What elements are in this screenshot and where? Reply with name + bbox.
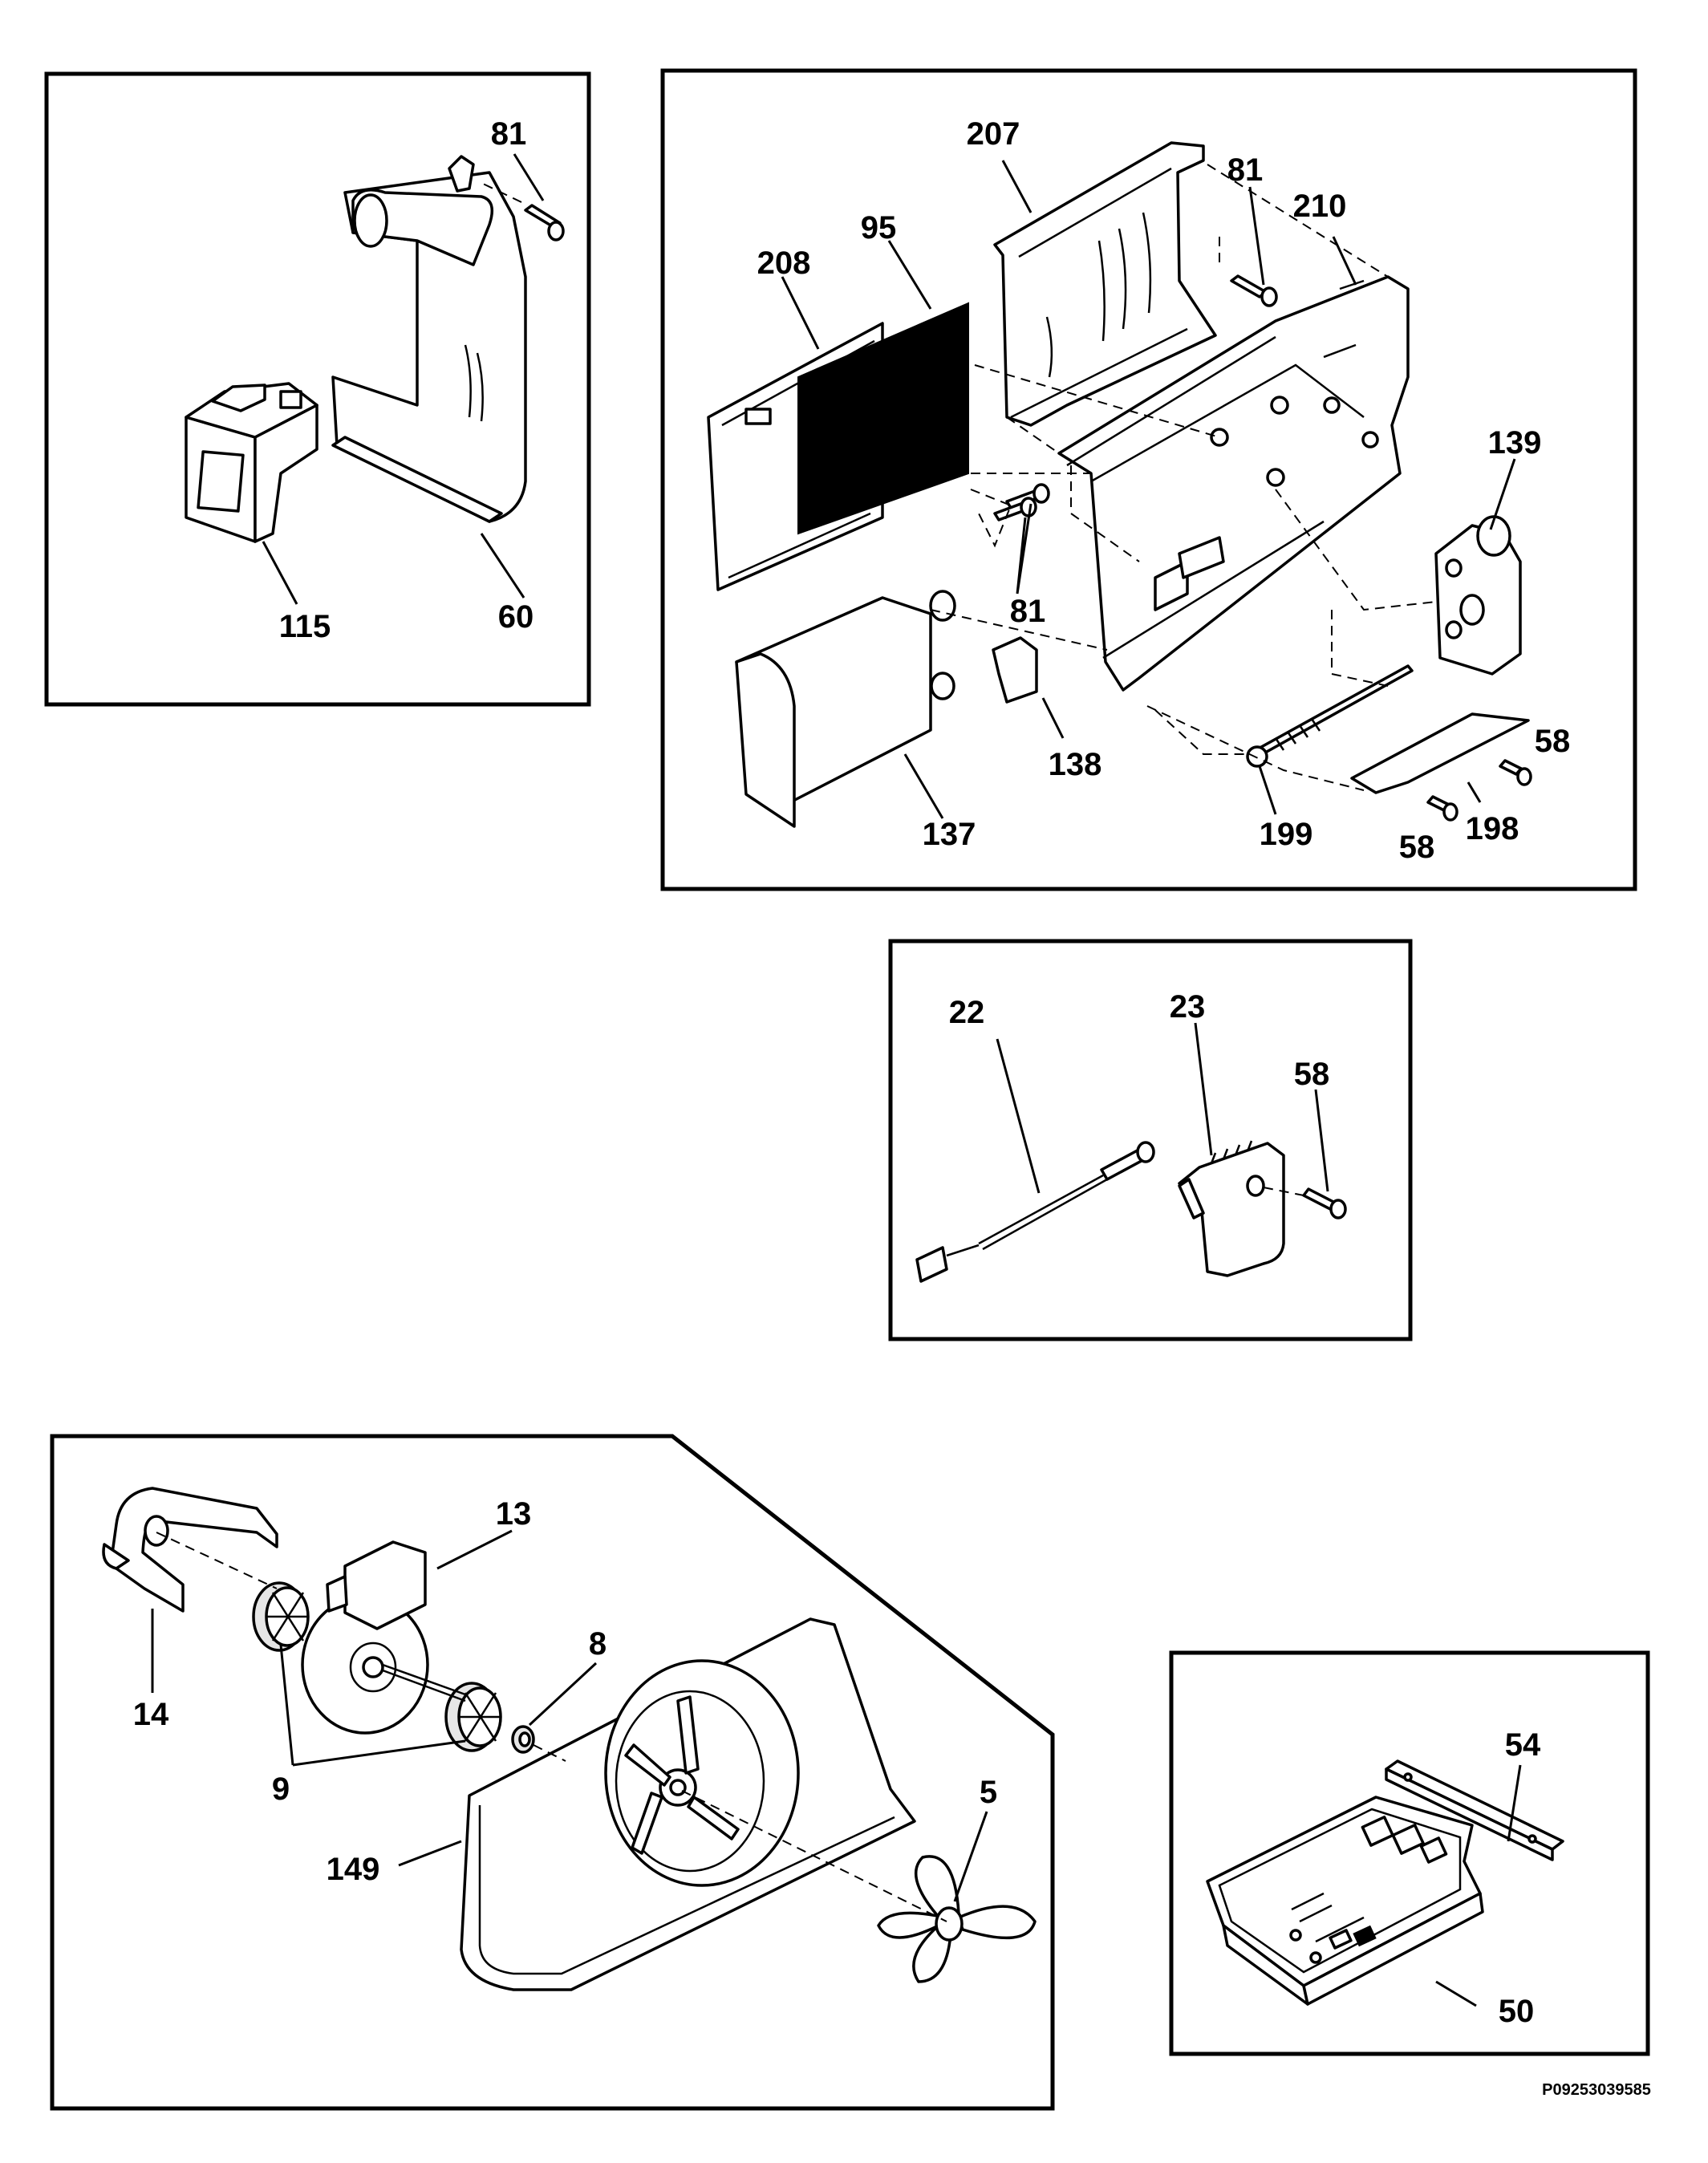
control-box-part-50 <box>1206 1796 1484 2006</box>
label-115: 115 <box>279 609 331 644</box>
label-198: 198 <box>1466 811 1519 846</box>
label-50: 50 <box>1499 1994 1535 2029</box>
screws-part-81c <box>993 483 1050 521</box>
bracket-part-210 <box>1057 275 1410 692</box>
switch-part-139 <box>1434 515 1522 676</box>
motor-part-13 <box>301 1540 466 1735</box>
panel-dispenser-assembly: 207 81 210 208 95 139 81 137 138 58 199 … <box>660 68 1637 891</box>
label-81a: 81 <box>491 116 527 152</box>
panel-actuator-housing: 81 115 60 <box>44 71 591 707</box>
label-95: 95 <box>861 210 897 246</box>
grommet-part-9b <box>444 1682 502 1752</box>
filter-pad-part-95 <box>797 302 969 535</box>
label-58b: 58 <box>1399 830 1435 865</box>
shroud-part-149 <box>460 1617 916 1991</box>
label-81c: 81 <box>1010 594 1046 629</box>
housing-part-60 <box>331 155 527 523</box>
label-199: 199 <box>1260 817 1313 852</box>
label-8: 8 <box>589 1626 607 1662</box>
screw-part-81b <box>1230 274 1278 307</box>
label-149: 149 <box>327 1852 380 1887</box>
label-138: 138 <box>1049 747 1102 782</box>
paddle-part-137 <box>735 590 956 828</box>
spring-rod-part-199 <box>1246 664 1414 768</box>
label-139: 139 <box>1488 425 1542 461</box>
label-58c: 58 <box>1294 1057 1330 1092</box>
label-22: 22 <box>949 995 985 1030</box>
drawing-code: P09253039585 <box>1542 2081 1651 2099</box>
grommet-part-9a <box>252 1581 310 1652</box>
screw-part-58c <box>1302 1187 1347 1219</box>
label-13: 13 <box>496 1496 532 1532</box>
panel-fan-motor: 13 14 8 9 5 149 <box>50 1434 1055 2111</box>
panel-thermistor: 22 23 58 <box>888 939 1413 1341</box>
sensor-wire-part-22 <box>915 1141 1155 1283</box>
label-5: 5 <box>980 1775 997 1810</box>
label-207: 207 <box>967 116 1020 152</box>
clip-part-138 <box>992 636 1038 704</box>
label-137: 137 <box>923 817 976 852</box>
label-210: 210 <box>1293 189 1347 224</box>
label-23: 23 <box>1170 989 1206 1025</box>
fan-blade-part-5 <box>877 1855 1037 1983</box>
cover-part-23 <box>1178 1140 1285 1277</box>
washer-part-8 <box>511 1725 535 1754</box>
bracket-strip-part-54 <box>1385 1759 1564 1861</box>
plate-part-198 <box>1350 712 1530 794</box>
label-208: 208 <box>757 246 811 281</box>
actuator-part-115 <box>185 382 318 543</box>
label-9: 9 <box>272 1771 290 1807</box>
screw-part-81a <box>524 204 565 241</box>
screw-part-58a <box>1499 759 1532 786</box>
label-54: 54 <box>1505 1727 1541 1763</box>
label-60: 60 <box>498 599 534 635</box>
panel-control-board: 54 50 <box>1169 1650 1650 2056</box>
label-14: 14 <box>133 1697 169 1732</box>
cover-part-207 <box>993 141 1217 427</box>
screw-part-58b <box>1426 795 1458 822</box>
label-58a: 58 <box>1535 724 1571 759</box>
label-81b: 81 <box>1227 152 1264 188</box>
bracket-part-14 <box>102 1487 278 1613</box>
